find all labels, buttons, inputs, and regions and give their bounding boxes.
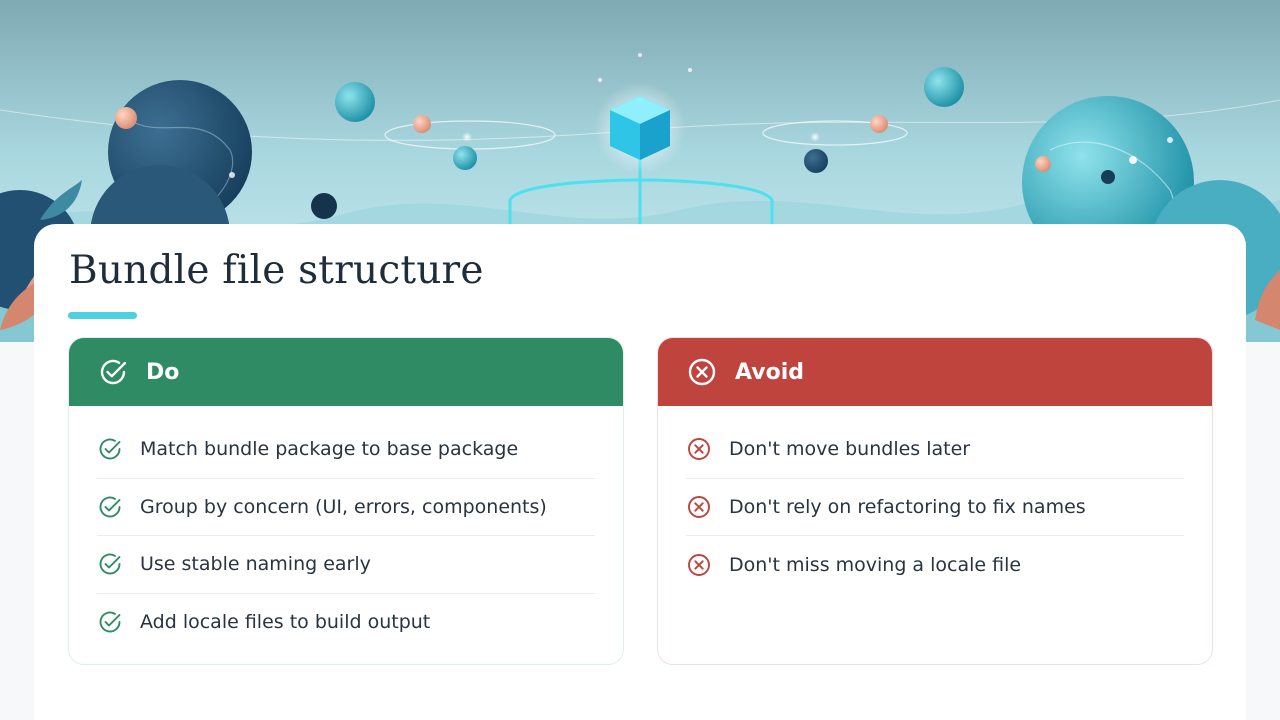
check-circle-icon — [99, 553, 121, 575]
avoid-panel: Avoid Don't move bundles later Don't rel… — [657, 337, 1213, 665]
check-circle-icon — [99, 438, 121, 460]
list-item: Group by concern (UI, errors, components… — [97, 479, 595, 536]
check-circle-icon — [99, 611, 121, 633]
list-item: Add locale files to build output — [97, 594, 595, 652]
x-circle-icon — [688, 438, 710, 461]
list-item: Don't rely on refactoring to fix names — [686, 479, 1184, 536]
avoid-panel-header: Avoid — [658, 338, 1212, 406]
list-item: Don't move bundles later — [686, 421, 1184, 479]
avoid-item-text: Don't miss moving a locale file — [729, 553, 1022, 576]
check-circle-icon — [100, 359, 127, 385]
do-panel-heading: Do — [146, 359, 180, 385]
list-item: Use stable naming early — [97, 536, 595, 594]
do-item-text: Use stable naming early — [140, 553, 371, 576]
avoid-panel-heading: Avoid — [735, 359, 804, 385]
do-list: Match bundle package to base package Gro… — [69, 421, 623, 651]
page-title: Bundle file structure — [69, 248, 484, 293]
x-circle-icon — [688, 495, 710, 518]
x-circle-icon — [688, 358, 716, 386]
list-item: Match bundle package to base package — [97, 421, 595, 479]
do-panel: Do Match bundle package to base package … — [68, 337, 624, 665]
list-item: Don't miss moving a locale file — [686, 536, 1184, 594]
do-item-text: Match bundle package to base package — [140, 438, 519, 461]
x-circle-icon — [688, 553, 710, 576]
do-panel-header: Do — [69, 338, 623, 406]
check-circle-icon — [99, 496, 121, 518]
do-item-text: Group by concern (UI, errors, components… — [140, 495, 547, 518]
avoid-item-text: Don't rely on refactoring to fix names — [729, 495, 1086, 518]
title-underline-accent — [68, 312, 137, 319]
avoid-list: Don't move bundles later Don't rely on r… — [658, 421, 1212, 594]
do-item-text: Add locale files to build output — [140, 611, 431, 634]
avoid-item-text: Don't move bundles later — [729, 438, 971, 461]
